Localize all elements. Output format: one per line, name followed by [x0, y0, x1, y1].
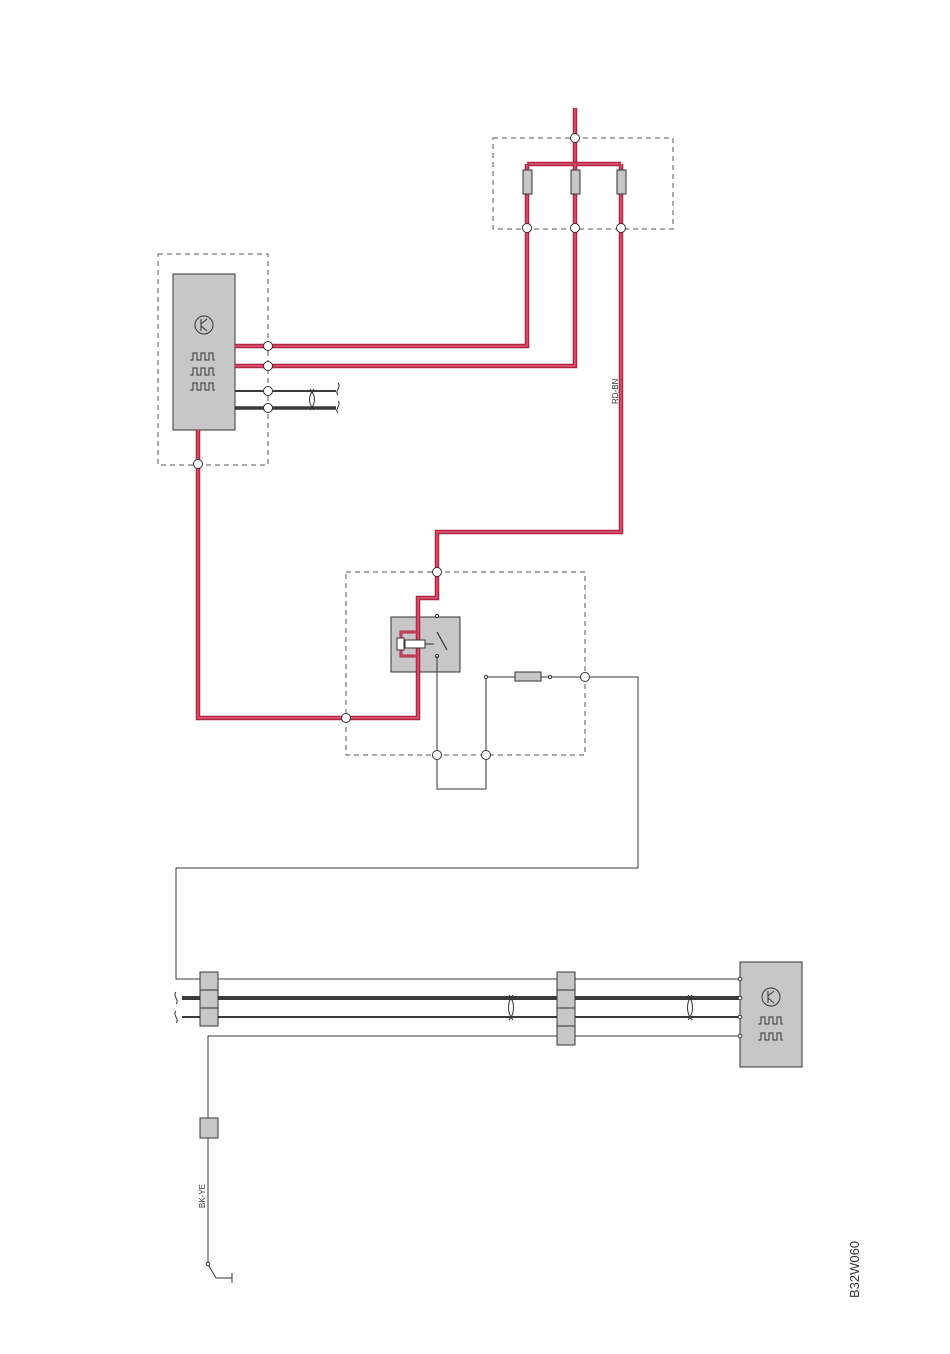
wire-break-icon — [175, 992, 177, 1023]
terminal — [482, 751, 491, 760]
fuse-box — [493, 108, 673, 229]
fuse-mid — [571, 170, 580, 194]
connector-left — [200, 972, 218, 1026]
relay-box — [342, 568, 586, 790]
terminal — [194, 460, 203, 469]
fuse-left — [523, 170, 532, 194]
connector-ground — [200, 1118, 218, 1138]
wire-module-to-relay-core — [198, 430, 346, 718]
wire-module-to-relay — [198, 430, 346, 718]
contact — [738, 977, 742, 981]
control-module-top — [158, 254, 268, 465]
relay-coil — [397, 638, 404, 650]
terminal — [433, 751, 442, 760]
relay-box-fuse — [515, 672, 541, 681]
ground-wire-bk-ye — [208, 1036, 740, 1262]
wire-label-bk-ye: BK-YE — [198, 1184, 207, 1208]
terminal — [264, 404, 273, 413]
contact — [738, 1034, 742, 1038]
terminal — [264, 342, 273, 351]
terminal — [264, 362, 273, 371]
contact — [738, 996, 742, 1000]
terminal — [617, 224, 626, 233]
terminal — [523, 224, 532, 233]
ground-symbol-icon — [206, 1262, 232, 1283]
contact — [738, 1015, 742, 1019]
wire-break-icon — [337, 383, 339, 413]
control-module-bottom-body — [740, 962, 802, 1067]
relay-jumper — [437, 755, 486, 789]
terminal — [264, 387, 273, 396]
relay-fused-branch — [486, 677, 585, 755]
terminal — [581, 673, 590, 682]
contact — [484, 675, 487, 678]
wire-module-to-fuse-left-core — [235, 228, 527, 346]
fuse-right — [617, 170, 626, 194]
relay-box-boundary — [346, 572, 585, 755]
connector-middle — [557, 972, 575, 1045]
fuse-box-boundary — [493, 138, 673, 229]
figure-code: B32W060 — [847, 1241, 862, 1298]
control-module-top-body — [173, 274, 235, 430]
contact — [548, 675, 551, 678]
terminal — [571, 224, 580, 233]
wire-relay-to-network — [176, 677, 740, 979]
terminal — [433, 568, 442, 577]
relay-contact — [435, 614, 438, 617]
fuse-box-terminal-in — [571, 134, 580, 143]
control-module-bottom — [738, 962, 802, 1067]
relay-coil-resistor — [405, 640, 425, 648]
terminal — [342, 714, 351, 723]
wire-module-to-fuse-left — [235, 228, 527, 346]
wire-label-rd-bn: RD-BN — [611, 378, 620, 404]
